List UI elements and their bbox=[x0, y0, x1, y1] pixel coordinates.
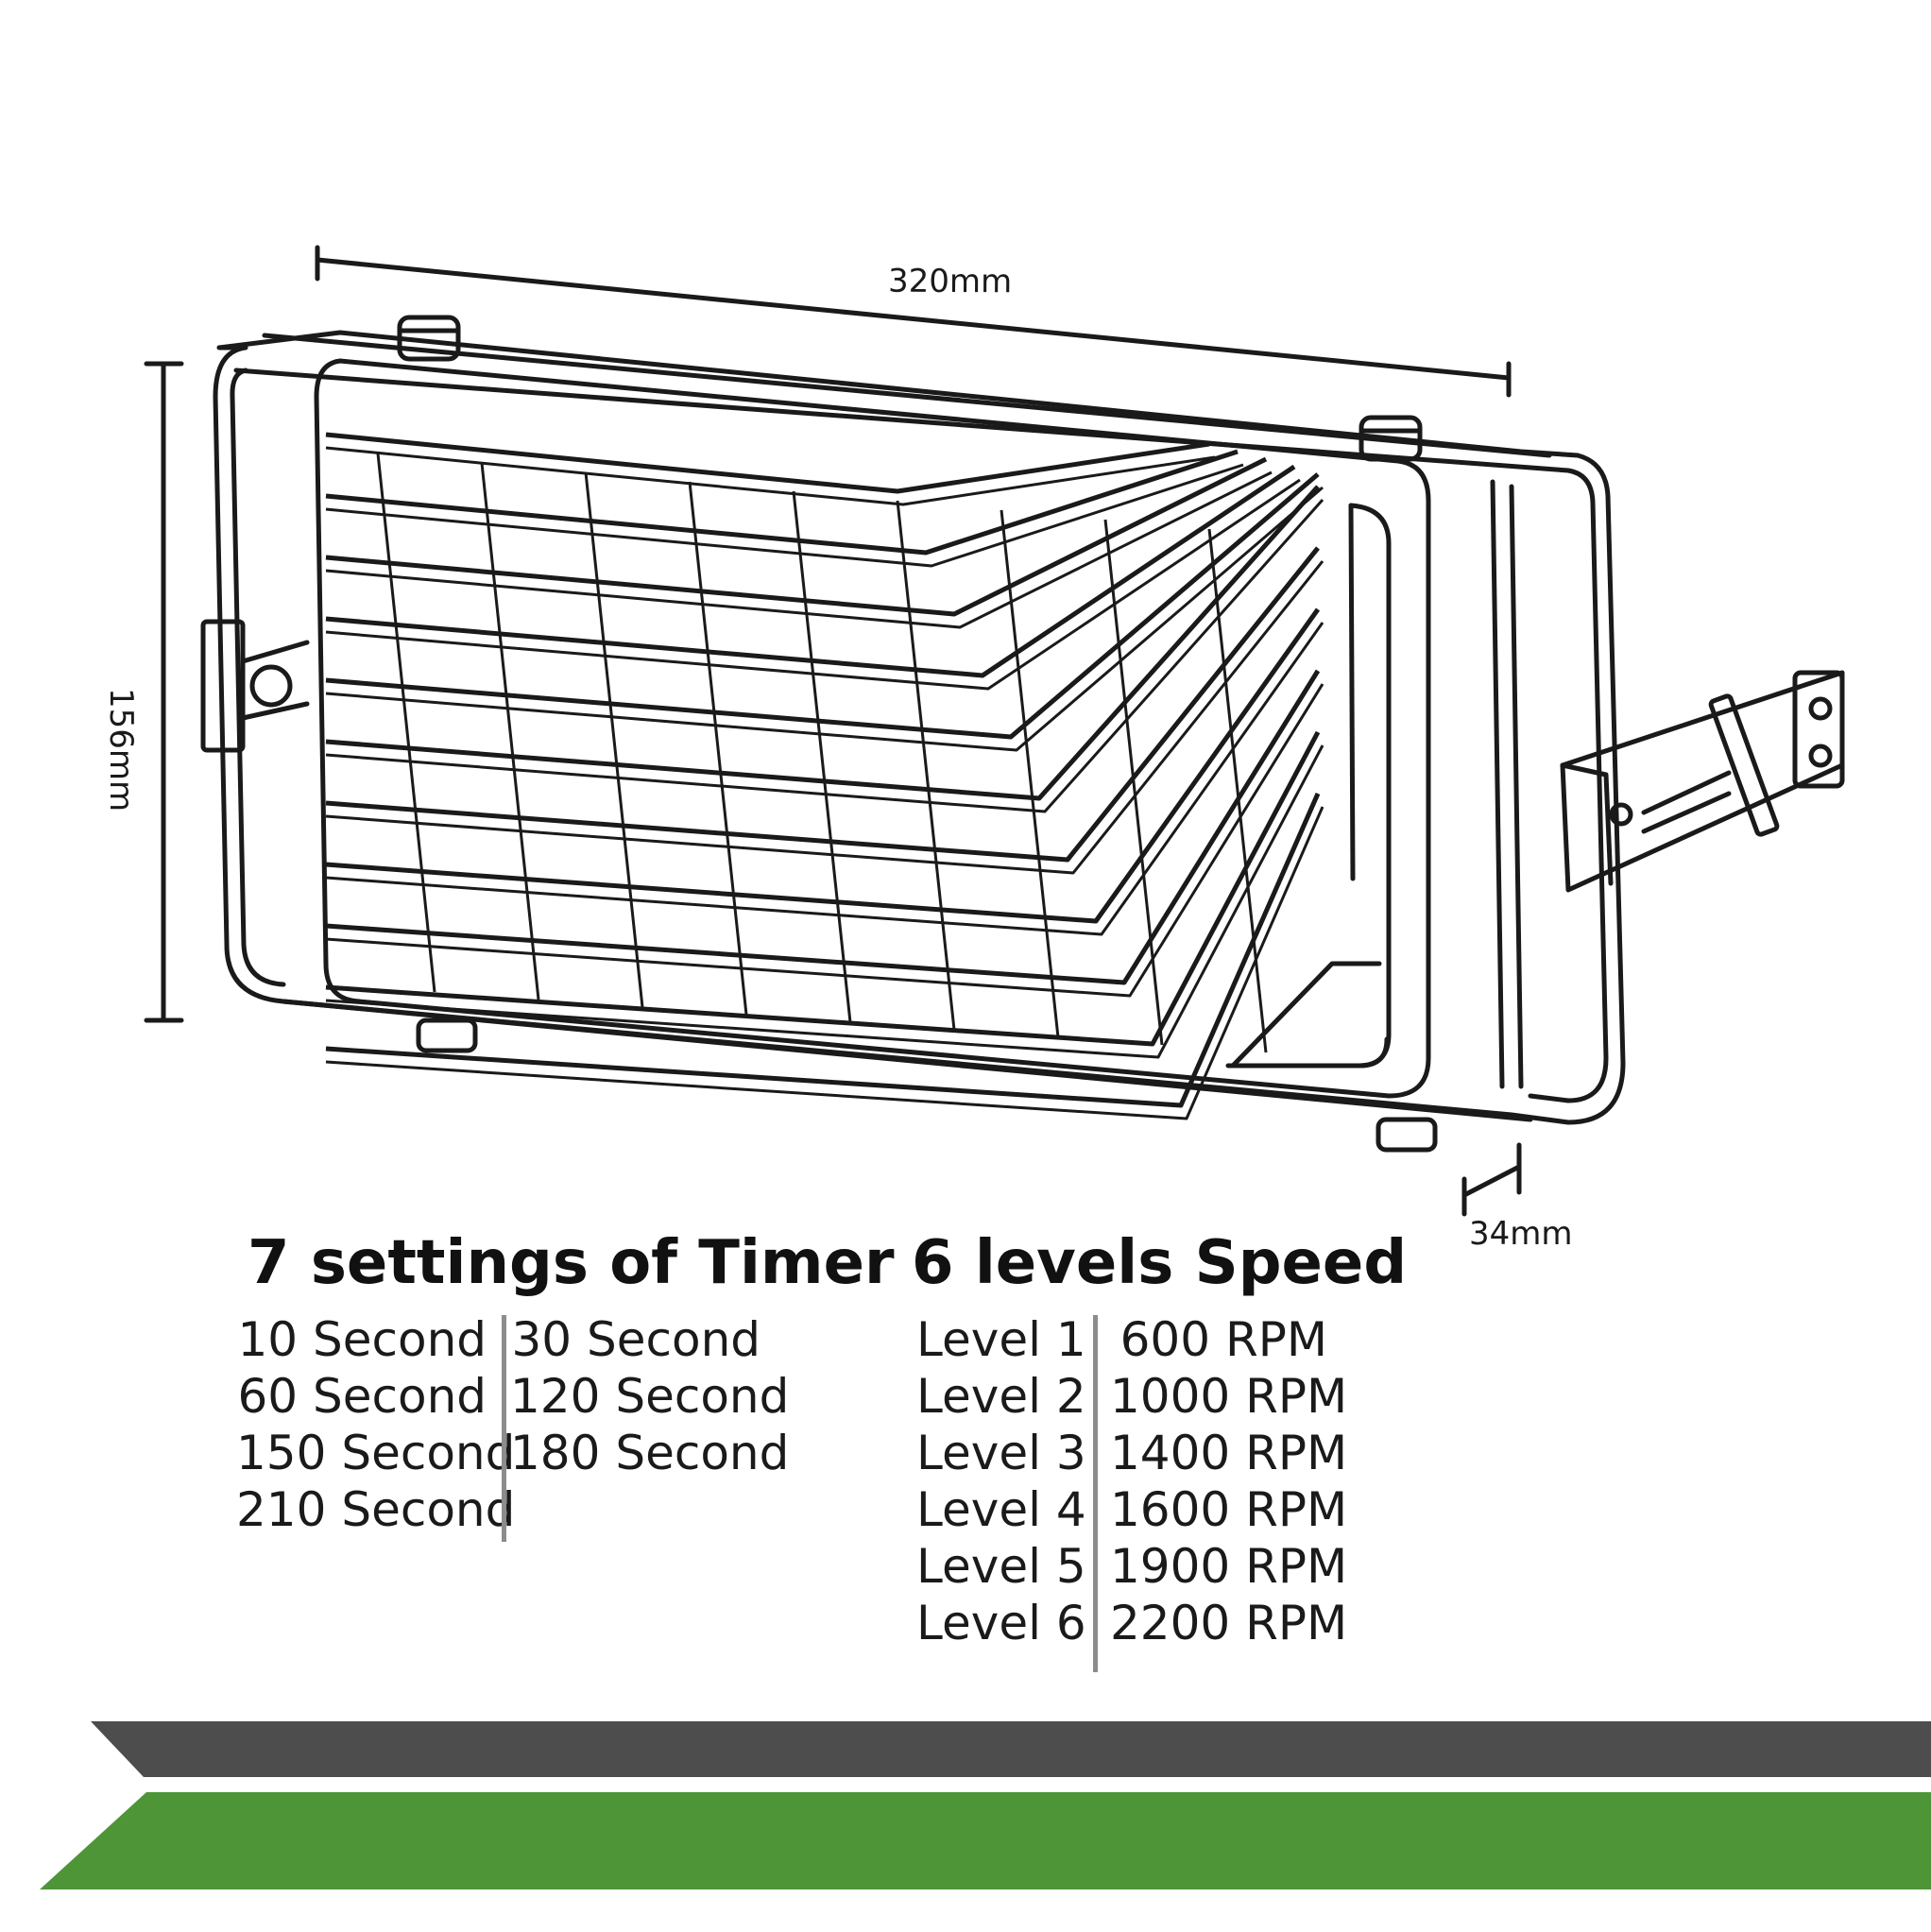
grille-bar bbox=[325, 464, 1296, 678]
grille-bar-edge bbox=[325, 470, 1273, 629]
timer-option: 180 Second bbox=[510, 1426, 790, 1480]
grille-strut bbox=[1103, 519, 1164, 1046]
grille-bar bbox=[325, 456, 1268, 617]
speed-level: Level 4 bbox=[916, 1482, 1086, 1537]
timer-heading: 7 settings of Timer bbox=[248, 1228, 895, 1298]
speed-rpm: 1400 RPM bbox=[1110, 1426, 1348, 1480]
grille-bar bbox=[325, 792, 1321, 1108]
grille-strut bbox=[480, 462, 540, 1000]
speed-rpm: 1600 RPM bbox=[1110, 1482, 1348, 1537]
grille-bar-edge bbox=[325, 744, 1324, 1059]
speed-rpm: 1000 RPM bbox=[1110, 1369, 1348, 1424]
grille-strut bbox=[792, 490, 852, 1023]
grille-strut bbox=[376, 453, 436, 993]
speed-rpm: 2200 RPM bbox=[1110, 1596, 1348, 1650]
grille-bar-edge bbox=[325, 446, 1216, 506]
grille-strut bbox=[1000, 509, 1060, 1038]
speed-level: Level 2 bbox=[916, 1369, 1086, 1424]
timer-option: 210 Second bbox=[236, 1482, 516, 1537]
grille-bar-edge bbox=[325, 486, 1324, 752]
height-dimension-label: 156mm bbox=[102, 688, 140, 812]
height-dimension-line bbox=[144, 361, 184, 1023]
grille-bar-edge bbox=[325, 478, 1301, 691]
speed-rpm-column: 600 RPM 1000 RPM 1400 RPM 1600 RPM 1900 … bbox=[1110, 1311, 1348, 1651]
grille-bar bbox=[325, 449, 1239, 556]
grille-bar bbox=[325, 607, 1321, 924]
left-bracket bbox=[200, 619, 310, 753]
width-dimension-label: 320mm bbox=[887, 262, 1013, 301]
timer-column-left: 10 Second 60 Second 150 Second 210 Secon… bbox=[236, 1311, 516, 1538]
timer-option: 150 Second bbox=[236, 1426, 516, 1480]
speed-level: Level 5 bbox=[916, 1539, 1086, 1594]
timer-option: 30 Second bbox=[511, 1312, 760, 1367]
width-dimension-line bbox=[315, 245, 1512, 398]
timer-option: 120 Second bbox=[510, 1369, 790, 1424]
knob-bottom-right bbox=[1376, 1117, 1438, 1153]
timer-option: 10 Second bbox=[237, 1312, 487, 1367]
speed-rpm: 1900 RPM bbox=[1110, 1539, 1348, 1594]
green-band bbox=[40, 1792, 1931, 1889]
grille-bar bbox=[325, 472, 1320, 740]
timer-column-right: 30 Second 120 Second 180 Second bbox=[510, 1311, 790, 1481]
grille-bar bbox=[325, 546, 1320, 863]
grille-bar-edge bbox=[325, 560, 1324, 875]
knob-top-right bbox=[1359, 415, 1423, 462]
grille-bar bbox=[325, 730, 1321, 1047]
depth-dimension-line bbox=[1461, 1142, 1522, 1217]
grille-bar-edge bbox=[325, 463, 1244, 568]
grille-bar bbox=[325, 669, 1321, 985]
knob-bottom-left bbox=[416, 1017, 478, 1053]
speed-divider bbox=[1093, 1315, 1098, 1672]
speed-level: Level 3 bbox=[916, 1426, 1086, 1480]
grille-bar bbox=[325, 485, 1320, 801]
grille-strut bbox=[584, 471, 644, 1008]
speed-level: Level 6 bbox=[916, 1596, 1086, 1650]
grille-strut bbox=[1207, 528, 1268, 1053]
speed-rpm: 600 RPM bbox=[1119, 1312, 1327, 1367]
grille-bar-edge bbox=[325, 683, 1324, 998]
timer-option: 60 Second bbox=[237, 1369, 487, 1424]
grille-strut bbox=[896, 500, 956, 1031]
fan-grille bbox=[325, 432, 1324, 1120]
depth-dimension-label: 34mm bbox=[1469, 1215, 1573, 1253]
grille-bar-edge bbox=[325, 622, 1324, 936]
speed-level: Level 1 bbox=[916, 1312, 1086, 1367]
speed-level-column: Level 1 Level 2 Level 3 Level 4 Level 5 … bbox=[916, 1311, 1086, 1651]
grille-bar-edge bbox=[325, 806, 1324, 1120]
grille-strut bbox=[688, 481, 748, 1016]
grille-bar bbox=[325, 432, 1210, 494]
stand-frame bbox=[213, 330, 1626, 1125]
timer-divider bbox=[502, 1315, 506, 1542]
right-mount-clamp bbox=[1560, 670, 1845, 893]
knob-top-left bbox=[397, 315, 461, 362]
speed-heading: 6 levels Speed bbox=[912, 1228, 1408, 1298]
grille-bar-edge bbox=[325, 499, 1324, 813]
dark-band bbox=[91, 1721, 1931, 1777]
fan-housing bbox=[314, 358, 1524, 1099]
